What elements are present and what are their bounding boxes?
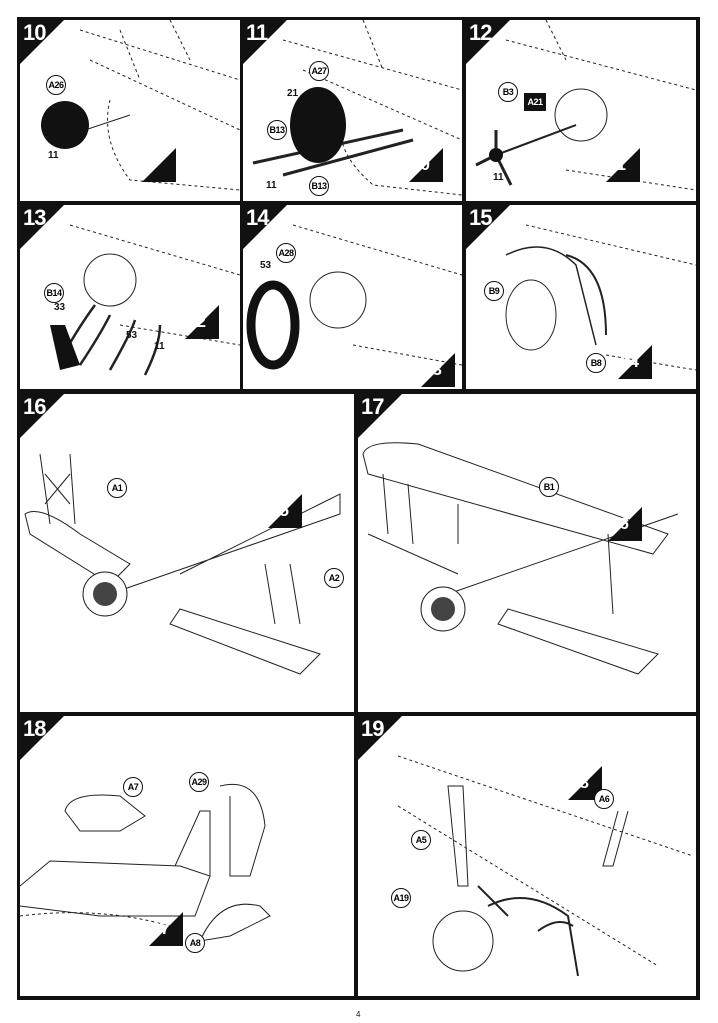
tail-assembly-drawing	[20, 783, 271, 942]
part-number: 11	[48, 150, 59, 161]
step-number: 16	[23, 394, 47, 419]
part-number: 33	[54, 302, 66, 313]
part-callout: A6	[594, 789, 614, 809]
step-corner	[20, 205, 64, 249]
part-callout: B13	[309, 176, 329, 196]
part-callout: A8	[185, 933, 205, 953]
part-callout: A26	[46, 75, 66, 95]
part-callout: A7	[123, 777, 143, 797]
step-19-panel: 19 18 A6 A5 A19	[358, 716, 696, 996]
step-corner	[20, 716, 64, 760]
part-callout: A19	[391, 888, 411, 908]
step-number: 14	[246, 205, 270, 230]
cowling-assembly-drawing	[505, 224, 696, 371]
engine-assembly-drawing	[41, 20, 240, 191]
part-number: 11	[266, 180, 277, 191]
part-callout: B9	[484, 281, 504, 301]
step-number: 13	[23, 205, 47, 230]
step-number: 19	[361, 716, 385, 741]
reference-step-badge: 11	[606, 148, 640, 182]
part-callout: A21	[524, 93, 546, 111]
page-number: 4	[356, 1010, 361, 1019]
part-number: 53	[260, 260, 272, 271]
step-number: 17	[361, 394, 385, 419]
step-18-panel: 18 17 A7 A29 A8	[20, 716, 354, 996]
step-corner	[466, 205, 510, 249]
step-12-panel: 12 11 B3 A21 11	[466, 20, 696, 201]
step-number: 10	[23, 20, 47, 45]
landing-gear-drawing	[397, 755, 694, 977]
part-callout: A28	[276, 243, 296, 263]
part-callout: B13	[267, 120, 287, 140]
lower-wing-struts-drawing	[24, 453, 341, 675]
part-number: 21	[287, 88, 299, 99]
step-14-panel: 14 13 A28 53	[243, 205, 462, 389]
part-callout: A5	[411, 830, 431, 850]
propeller-assembly-drawing	[252, 20, 462, 196]
reference-step-badge: 13	[421, 353, 455, 387]
step-corner	[243, 205, 287, 249]
part-number: 11	[493, 172, 504, 183]
step-number: 12	[469, 20, 493, 45]
reference-step-badge: 12	[185, 305, 219, 339]
reference-step-badge: 17	[149, 912, 183, 946]
reference-step-badge: 10	[409, 148, 443, 182]
reference-step-badge: 15	[268, 494, 302, 528]
engine-shaft-drawing	[475, 20, 696, 191]
step-corner	[20, 20, 64, 64]
reference-step-badge: 16	[608, 507, 642, 541]
part-callout: B14	[44, 283, 64, 303]
step-number: 15	[469, 205, 493, 230]
exhaust-assembly-drawing	[50, 224, 240, 376]
part-callout: B1	[539, 477, 559, 497]
step-corner	[466, 20, 510, 64]
step-number: 18	[23, 716, 47, 741]
part-callout: A29	[189, 772, 209, 792]
cowling-ring-drawing	[246, 224, 462, 370]
part-number: 11	[154, 341, 165, 352]
step-16-panel: 16 15 A1 A2	[20, 394, 354, 712]
step-corner	[20, 394, 64, 438]
step-13-panel: 13 12 B14 33 53 11	[20, 205, 240, 389]
upper-wing-drawing	[362, 442, 679, 675]
part-number: 53	[126, 330, 138, 341]
part-callout: A2	[324, 568, 344, 588]
reference-step-badge: 14	[618, 345, 652, 379]
part-callout: B3	[498, 82, 518, 102]
step-corner	[358, 716, 402, 760]
part-callout: A27	[309, 61, 329, 81]
step-15-panel: 15 14 B9 B8	[466, 205, 696, 389]
part-callout: B8	[586, 353, 606, 373]
step-corner	[358, 394, 402, 438]
part-callout: A1	[107, 478, 127, 498]
step-11-panel: 11 10 A27 21 B13 11 B13	[243, 20, 462, 201]
step-number: 11	[246, 20, 268, 45]
reference-step-badge: 18	[568, 766, 602, 800]
step-10-panel: 10 9 A26 11	[20, 20, 240, 201]
step-corner	[243, 20, 287, 64]
step-17-panel: 17 16 B1	[358, 394, 696, 712]
reference-step-badge: 9	[142, 148, 176, 182]
